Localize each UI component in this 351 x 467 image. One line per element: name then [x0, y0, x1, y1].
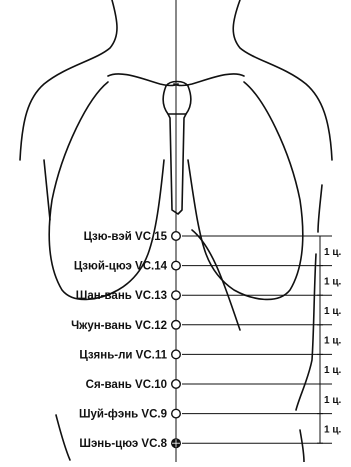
- interval-label: 1 ц.: [324, 276, 341, 287]
- acupoint-label: Цзянь-ли VC.11: [79, 349, 167, 361]
- costal-arch: [192, 230, 240, 330]
- acupoint-marker: [172, 291, 181, 300]
- abdomen-left-line: [56, 415, 70, 460]
- acupoint-label: Чжун-вань VC.12: [71, 320, 167, 332]
- measurement-bracket: 1 ц. 1 ц. 1 ц. 1 ц. 1 ц. 1 ц. 1 ц.: [317, 236, 341, 443]
- right-lung-outline: [188, 82, 303, 299]
- interval-label: 1 ц.: [324, 365, 341, 376]
- interval-label: 1 ц.: [324, 424, 341, 435]
- acupoint-label: Шуй-фэнь VC.9: [79, 409, 167, 421]
- right-torso-side: [318, 185, 322, 232]
- right-neck-line: [233, 0, 332, 160]
- acupoint-marker: [172, 232, 181, 241]
- acupoint-label: Шэнь-цюэ VC.8: [79, 438, 167, 450]
- sternum: [163, 82, 191, 215]
- interval-label: 1 ц.: [324, 336, 341, 347]
- acupoint-marker: [172, 321, 181, 330]
- acupoint-label: Цзю-вэй VC.15: [84, 231, 168, 243]
- acupoint-label: Цзюй-цюэ VC.14: [74, 261, 168, 273]
- acupoint-marker: [172, 261, 181, 270]
- interval-label: 1 ц.: [324, 247, 341, 258]
- acupoint-marker: [172, 380, 181, 389]
- interval-label: 1 ц.: [324, 395, 341, 406]
- left-torso-side: [44, 160, 50, 220]
- acupoint-label: Шан-вань VC.13: [76, 290, 167, 302]
- interval-label: 1 ц.: [324, 306, 341, 317]
- abdomen-right-lower: [300, 430, 304, 462]
- abdomen-right-line: [296, 254, 316, 410]
- acupoint-marker: [172, 350, 181, 359]
- left-neck-line: [20, 0, 117, 160]
- acupoint-marker: [172, 409, 181, 418]
- acupoint-label: Ся-вань VC.10: [86, 379, 167, 391]
